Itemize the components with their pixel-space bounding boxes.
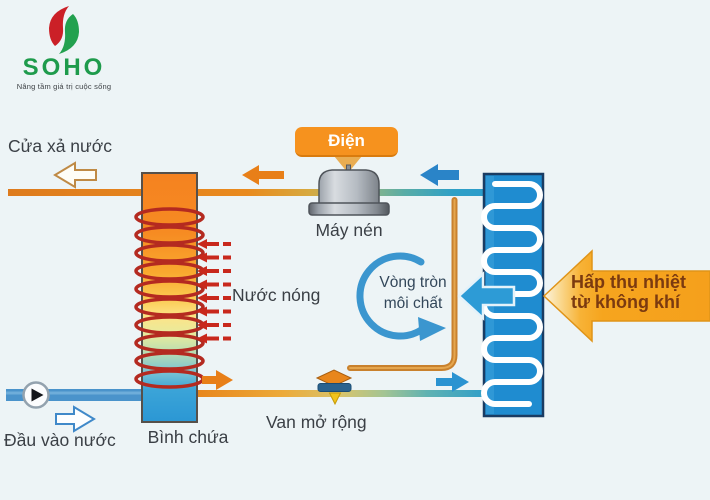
tank-label: Bình chứa — [147, 427, 229, 447]
logo-title: SOHO — [22, 54, 106, 81]
flow-arrow-right-blue-icon — [436, 372, 469, 392]
heat-absorption-label: Hấp thụ nhiệt từ không khí — [571, 272, 686, 312]
logo-tagline: Nâng tầm giá trị cuộc sống — [16, 82, 112, 91]
refrigerant-cycle-line1: Vòng tròn — [379, 274, 447, 291]
flow-arrow-right-orange-icon — [202, 370, 233, 390]
logo: SOHO Nâng tầm giá trị cuộc sống — [16, 4, 112, 91]
expansion-valve-label: Van mở rộng — [266, 412, 367, 432]
water-pump-icon — [22, 381, 50, 409]
compressor-label: Máy nén — [315, 220, 383, 240]
heat-absorption-line1: Hấp thụ nhiệt — [571, 272, 686, 292]
flow-arrow-left-blue-icon — [420, 164, 459, 186]
expansion-line-pipe — [347, 197, 458, 371]
outlet-arrow-icon — [53, 161, 97, 189]
refrigerant-pipe-bottom — [197, 390, 485, 397]
evaporator-outflow-arrow-icon — [457, 271, 516, 321]
compressor-icon — [308, 156, 390, 216]
heat-absorption-arrow — [542, 249, 710, 343]
water-outlet-label: Cửa xả nước — [8, 136, 112, 156]
logo-mark-icon — [49, 6, 79, 54]
heat-transfer-arrows-icon — [197, 239, 231, 344]
inlet-arrow-icon — [55, 405, 96, 433]
flow-arrow-left-orange-icon — [242, 165, 284, 185]
heat-absorption-line2: từ không khí — [571, 292, 681, 312]
electricity-label: Điện — [328, 131, 365, 150]
expansion-valve-icon — [315, 369, 353, 406]
hot-water-label: Nước nóng — [232, 285, 321, 305]
water-inlet-label: Đầu vào nước — [4, 430, 116, 450]
electricity-box: Điện — [295, 127, 398, 157]
refrigerant-pipe-top — [8, 189, 486, 196]
refrigerant-cycle-line2: môi chất — [383, 295, 443, 312]
refrigerant-cycle-label: Vòng tròn môi chất — [363, 272, 463, 314]
refrigerant-cycle-arrow-icon — [356, 252, 446, 341]
